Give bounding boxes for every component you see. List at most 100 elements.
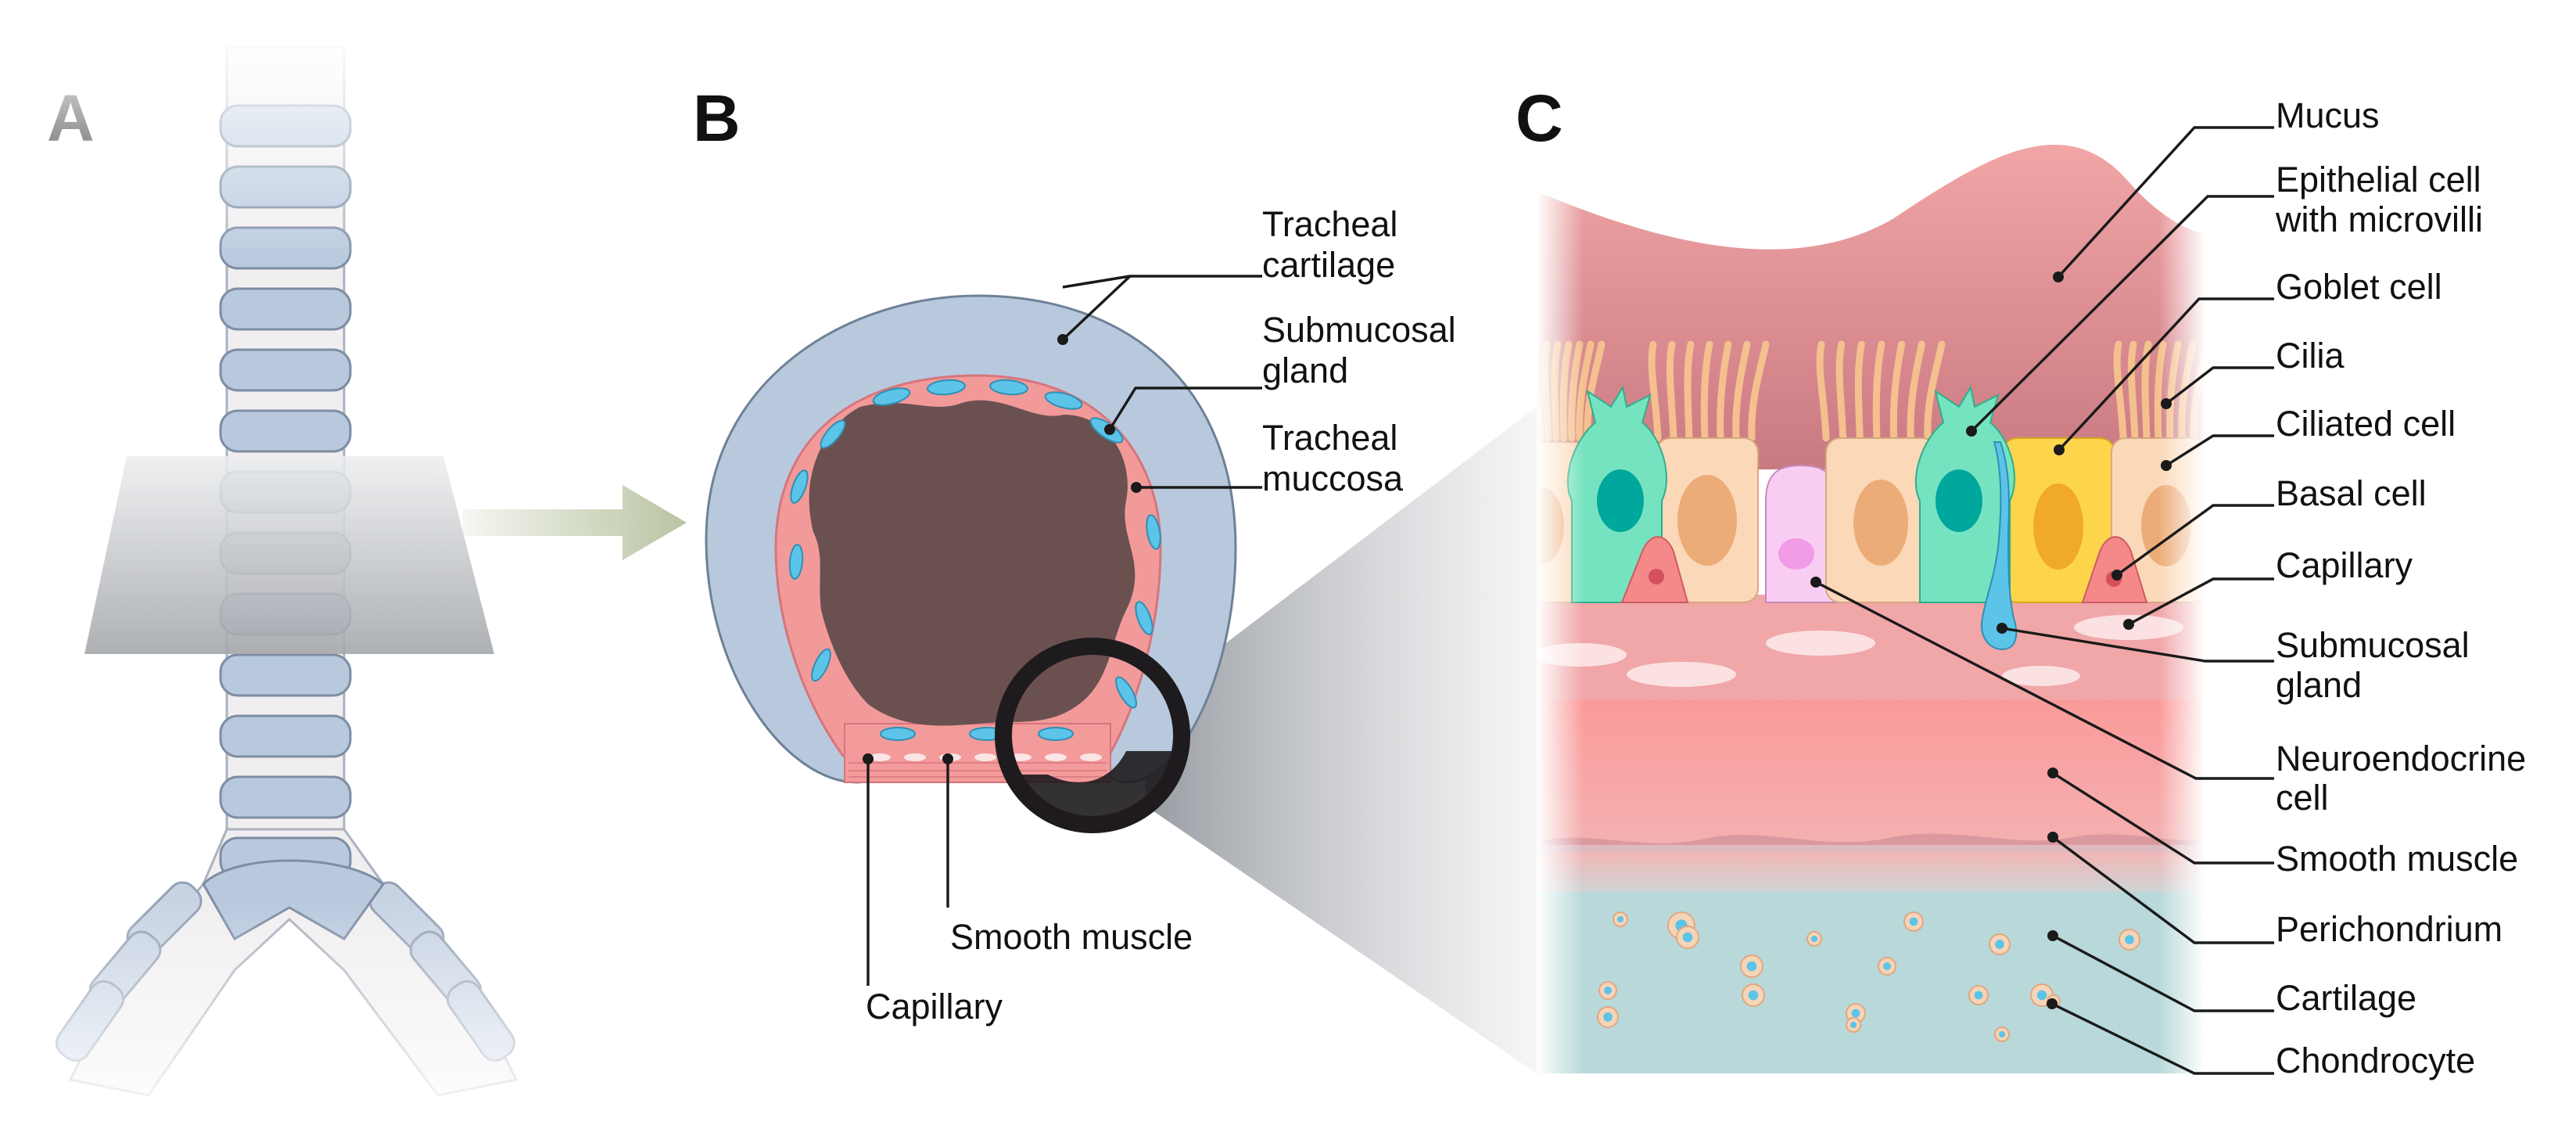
c-capillary-label: Capillary xyxy=(2276,545,2413,585)
label-c-submucosal-gland: Submucosal gland xyxy=(1997,623,2470,705)
cartilage-ring xyxy=(219,348,352,392)
label-c-neuroendocrine-cell: Neuroendocrine cell xyxy=(1810,577,2526,818)
c-cilia-label: Cilia xyxy=(2276,336,2345,376)
cilium xyxy=(1732,340,1751,442)
cilium xyxy=(1717,340,1732,442)
panel-b: B xyxy=(693,81,1537,1073)
tracheal-cartilage-line1: Tracheal xyxy=(1262,204,1397,244)
fade-top xyxy=(47,31,594,266)
c-gland-line2: gland xyxy=(2276,665,2362,705)
chondrocyte-nucleus xyxy=(1810,935,1818,943)
label-c-chondrocyte: Chondrocyte xyxy=(2047,998,2475,1080)
zoom-wedge xyxy=(1146,407,1537,1073)
chondrocyte-nucleus xyxy=(1909,917,1918,926)
edge-fade-right xyxy=(2158,145,2205,1073)
c-cartilage-label: Cartilage xyxy=(2276,978,2416,1018)
c-goblet-label: Goblet cell xyxy=(2276,267,2442,307)
panel-c: C xyxy=(1516,81,2526,1080)
chondrocyte-nucleus xyxy=(1995,940,2004,949)
tracheal-mucosa-line1: Tracheal xyxy=(1262,418,1397,458)
cilium xyxy=(1684,340,1695,442)
b-capillary-label: Capillary xyxy=(866,987,1003,1026)
panel-b-letter: B xyxy=(693,81,741,155)
submucosal-gland-duct xyxy=(1981,441,2018,651)
c-epithelial-line2: with microvilli xyxy=(2275,200,2483,239)
magnifier-shade xyxy=(1009,751,1182,829)
c-ciliated-label: Ciliated cell xyxy=(2276,404,2456,444)
chondrocyte-nucleus xyxy=(1849,1021,1857,1029)
label-c-perichondrium: Perichondrium xyxy=(2047,832,2502,949)
c-basal-label: Basal cell xyxy=(2276,473,2427,513)
edge-fade-left xyxy=(1537,145,1584,1073)
chondrocyte-nucleus xyxy=(1603,1012,1613,1022)
label-b-tracheal-mucosa: Tracheal muccosa xyxy=(1131,418,1404,498)
cilium xyxy=(1889,340,1906,442)
c-mucus-label: Mucus xyxy=(2276,95,2380,135)
cilium xyxy=(1924,340,1946,442)
cartilage-ring xyxy=(219,714,352,758)
label-c-cartilage: Cartilage xyxy=(2047,930,2416,1018)
chondrocyte-nucleus xyxy=(2036,990,2047,1001)
muscle-stripes xyxy=(849,762,1107,778)
tracheal-mucosa-line2: muccosa xyxy=(1262,458,1404,498)
cilium xyxy=(1700,340,1713,442)
b-submucosal-gland-line1: Submucosal xyxy=(1262,310,1456,350)
cilium xyxy=(2127,340,2139,442)
cilium xyxy=(1854,340,1865,442)
c-smooth-muscle-label: Smooth muscle xyxy=(2276,839,2518,879)
cilium xyxy=(1872,340,1885,442)
tracheal-lumen xyxy=(809,400,1136,726)
cilium xyxy=(1835,340,1847,442)
chondrocyte-nucleus xyxy=(1851,1008,1860,1018)
c-neuro-line2: cell xyxy=(2276,778,2329,818)
chondrocyte-nucleus xyxy=(1604,987,1612,994)
chondrocyte-nucleus xyxy=(1974,990,1983,1000)
cilium xyxy=(1816,340,1830,442)
b-submucosal-gland-line2: gland xyxy=(1262,351,1348,390)
tracheal-cartilage-line2: cartilage xyxy=(1262,245,1395,285)
histology-block xyxy=(1537,145,2205,1073)
panel-c-letter: C xyxy=(1516,81,1563,155)
label-c-ciliated-cell: Ciliated cell xyxy=(2161,404,2456,471)
c-epithelial-line1: Epithelial cell xyxy=(2276,160,2481,200)
label-c-smooth-muscle: Smooth muscle xyxy=(2047,768,2518,879)
chondrocyte-nucleus xyxy=(2125,935,2134,944)
section-arrow xyxy=(463,485,687,560)
label-b-smooth-muscle: Smooth muscle xyxy=(942,753,1193,957)
section-plane xyxy=(84,456,494,654)
chondrocytes xyxy=(1597,911,2140,1042)
cartilage-layer xyxy=(1537,892,2204,1073)
panel-a: A xyxy=(47,31,594,1136)
chondrocyte-nucleus xyxy=(1998,1030,2006,1038)
cilium xyxy=(2141,340,2152,442)
cartilage-ring xyxy=(219,653,352,697)
cilium xyxy=(1648,340,1662,442)
chondrocyte-nucleus xyxy=(1883,962,1891,970)
cilium xyxy=(1748,340,1770,442)
smooth-muscle-layer xyxy=(1537,700,2204,845)
label-b-submucosal-gland: Submucosal gland xyxy=(1104,310,1456,435)
chondrocyte-nucleus xyxy=(1748,990,1759,1001)
b-smooth-muscle-label: Smooth muscle xyxy=(950,917,1193,957)
label-c-capillary: Capillary xyxy=(2123,545,2413,630)
cartilage-ring xyxy=(219,287,352,331)
fade-bottom xyxy=(47,900,594,1136)
cilium xyxy=(1907,340,1925,442)
cartilage-ring xyxy=(219,409,352,453)
trachea-illustration xyxy=(47,31,594,1136)
c-chondrocyte-label: Chondrocyte xyxy=(2276,1041,2475,1080)
label-b-tracheal-cartilage: Tracheal cartilage xyxy=(1057,204,1397,345)
label-c-mucus: Mucus xyxy=(2053,95,2380,282)
c-perichondrium-label: Perichondrium xyxy=(2276,909,2502,949)
cartilage-ring xyxy=(219,775,352,819)
label-b-capillary: Capillary xyxy=(863,753,1003,1026)
cilium xyxy=(1584,340,1606,442)
chondrocyte-nucleus xyxy=(1682,932,1693,943)
label-c-goblet-cell: Goblet cell xyxy=(2054,267,2442,455)
lamina-propria xyxy=(1537,595,2204,704)
c-gland-line1: Submucosal xyxy=(2276,625,2470,665)
label-c-epithelial-cell: Epithelial cell with microvilli xyxy=(1966,160,2483,437)
chondrocyte-nucleus xyxy=(1616,915,1624,923)
c-neuro-line1: Neuroendocrine xyxy=(2276,739,2526,778)
